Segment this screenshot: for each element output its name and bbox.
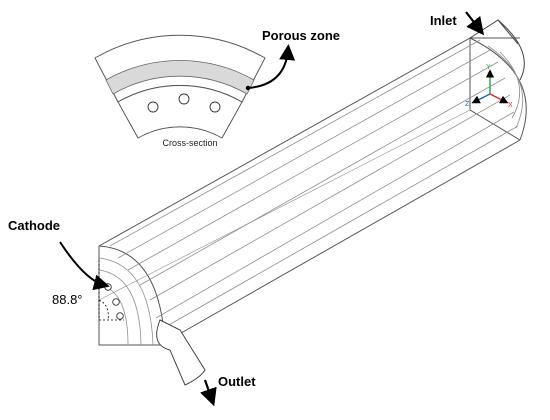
cross-section-inset: Cross-section <box>94 34 266 148</box>
porous-zone-callout-arrow <box>247 44 296 89</box>
porous-zone-label: Porous zone <box>262 28 340 43</box>
hole-2 <box>112 298 120 306</box>
hole-1 <box>104 283 112 291</box>
axis-triad: Y Z X <box>465 64 513 109</box>
angle-label: 88.8° <box>52 292 83 307</box>
porous-zone-dot <box>245 85 251 91</box>
inset-hole-3 <box>209 101 221 113</box>
cathode-label: Cathode <box>8 218 60 233</box>
cell-body <box>98 37 527 346</box>
outlet-arrow-icon <box>200 379 217 407</box>
outlet-label: Outlet <box>218 374 256 389</box>
y-axis-label: Y <box>486 64 491 71</box>
cross-section-label: Cross-section <box>162 138 217 148</box>
inset-hole-1 <box>147 101 159 113</box>
inlet-arrow-icon <box>465 11 485 36</box>
x-axis-label: X <box>508 102 513 109</box>
inset-hole-2 <box>178 93 190 105</box>
cross-section-inner <box>117 85 243 139</box>
outlet-tube <box>156 319 206 386</box>
z-axis-label: Z <box>465 101 470 108</box>
z-axis-arrow <box>471 93 491 104</box>
inlet-tube <box>469 19 525 81</box>
x-axis-arrow <box>489 93 509 104</box>
hole-3 <box>116 312 124 320</box>
cathode-callout-arrow <box>59 241 110 291</box>
inlet-label: Inlet <box>430 13 457 28</box>
